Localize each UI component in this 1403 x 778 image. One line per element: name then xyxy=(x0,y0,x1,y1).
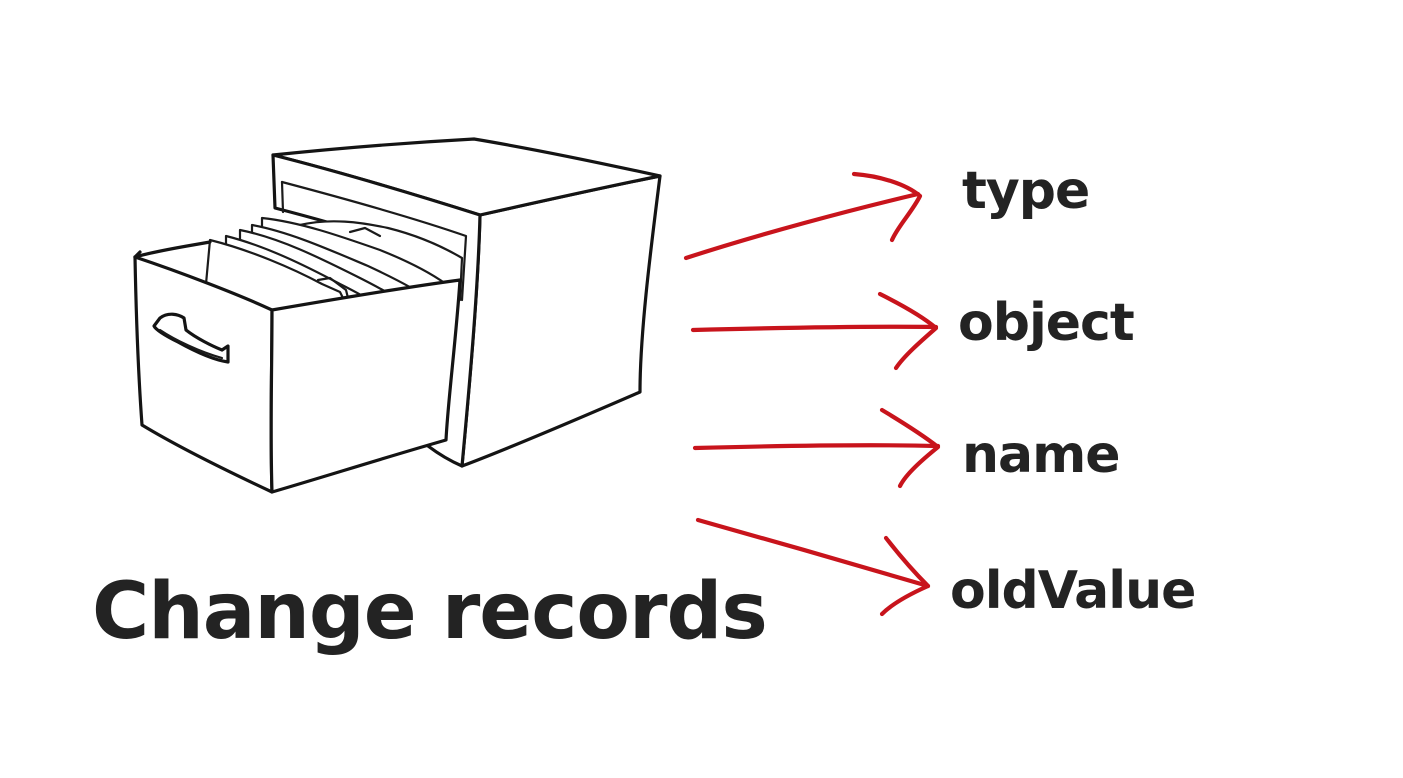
field-label-oldvalue: oldValue xyxy=(950,561,1195,621)
diagram-title: Change records xyxy=(92,567,767,657)
field-label-type: type xyxy=(962,161,1089,221)
arrow-to-object xyxy=(690,291,939,371)
arrow-to-type xyxy=(683,171,923,261)
arrow-to-name xyxy=(692,407,941,489)
filing-cabinet-icon xyxy=(133,137,662,494)
field-labels: type object name oldValue xyxy=(950,161,1196,621)
field-label-name: name xyxy=(962,425,1120,485)
field-label-object: object xyxy=(958,293,1134,353)
arrows xyxy=(683,171,941,617)
arrow-to-oldvalue xyxy=(695,517,931,617)
